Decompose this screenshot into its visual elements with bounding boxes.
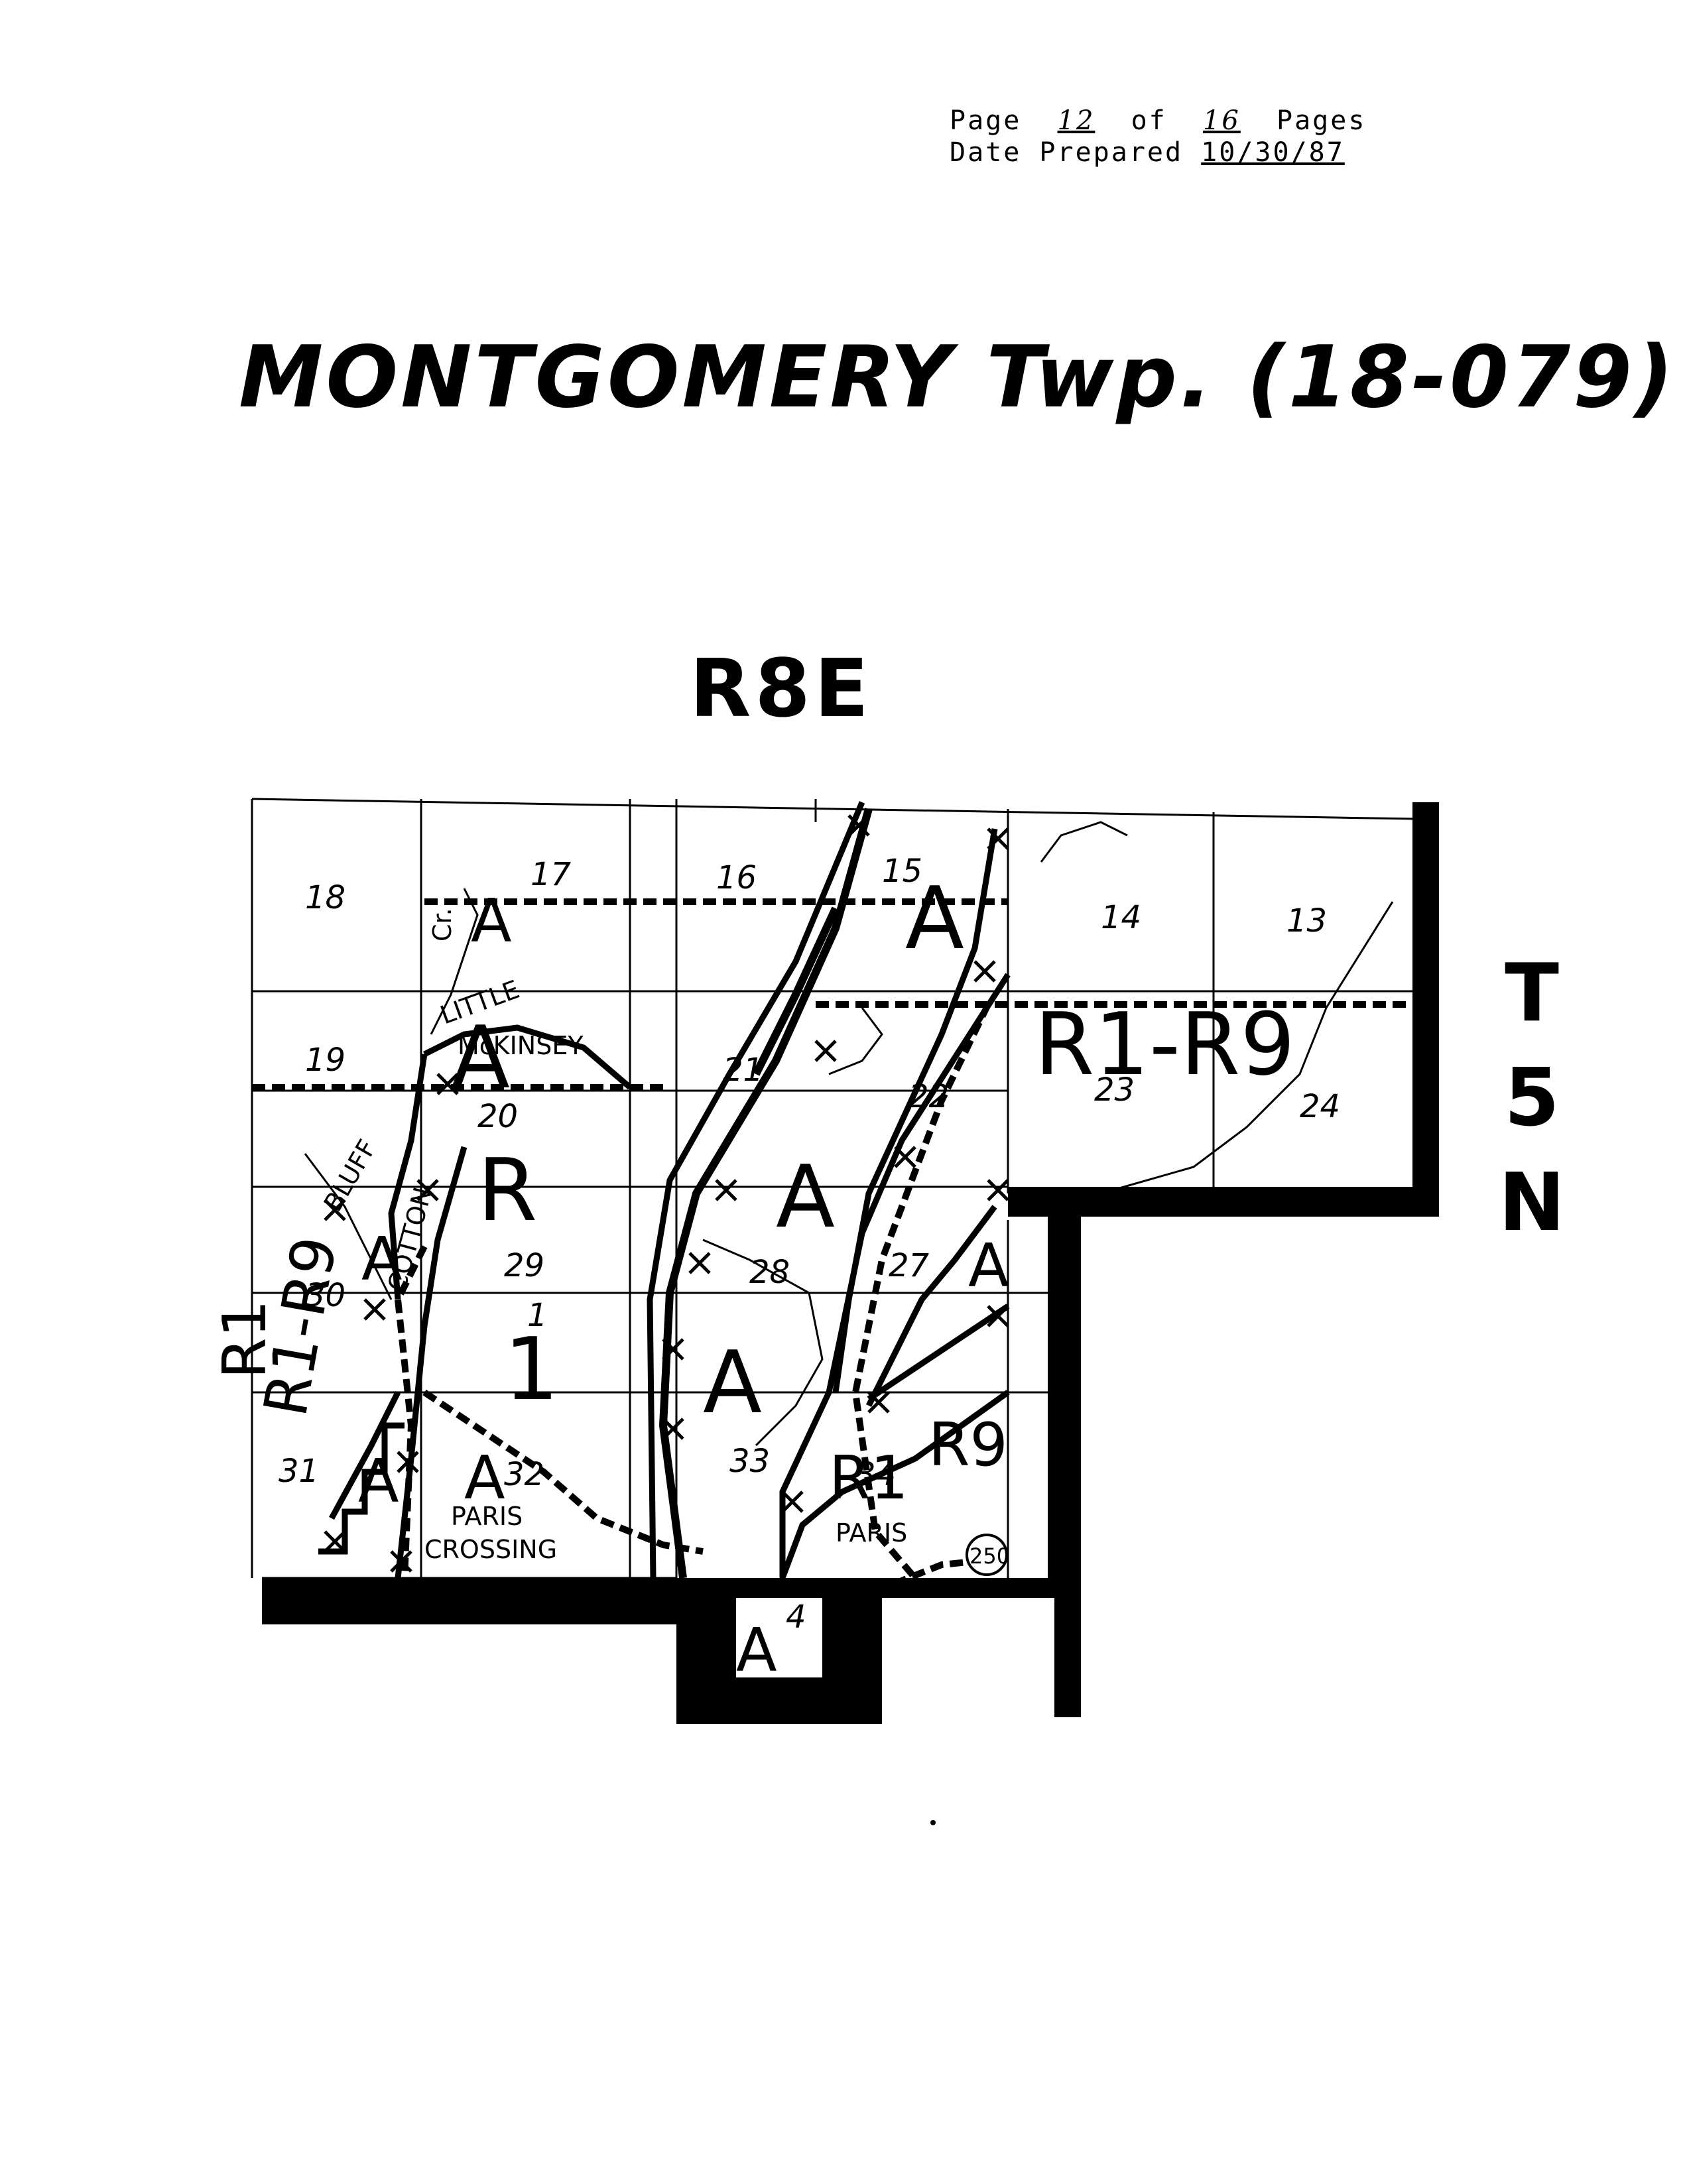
zone-a-17: A (471, 886, 512, 956)
zone-r1-30: R1 (210, 1300, 280, 1379)
section-23: 23 (1094, 1071, 1135, 1109)
of-label: of (1131, 105, 1167, 136)
township-letter-t: T (1505, 947, 1559, 1040)
section-numbers: 18 17 16 15 14 13 19 21 22 23 24 20 29 2… (279, 853, 1340, 1636)
page-header: Page 12 of 16 Pages Date Prepared 10/30/… (950, 105, 1366, 168)
township-number: 5 (1504, 1052, 1560, 1144)
total-pages: 16 (1202, 105, 1241, 136)
township-letter-n: N (1498, 1157, 1566, 1249)
boundary-ticks (324, 814, 1009, 1573)
zoning-labels: A R1-R9 A R A A A A R1-R9 A A R1 R9 1 A … (210, 868, 1295, 1685)
zone-a-31: A (358, 1447, 399, 1516)
zone-r-29: R (477, 1140, 537, 1241)
date-value: 10/30/87 (1201, 137, 1345, 168)
zone-r1-34: R1 (829, 1443, 908, 1513)
highway-shield-icon (966, 1534, 1008, 1576)
section-16: 16 (716, 859, 757, 896)
zone-a-33: A (703, 1332, 762, 1433)
section-34: 34 (855, 1456, 896, 1493)
staircase-boundary (318, 1422, 405, 1555)
pages-label: Pages (1277, 105, 1367, 136)
place-paris-crossing-2: CROSSING (424, 1535, 557, 1564)
zoning-boundaries (329, 801, 1011, 1579)
section-28: 28 (749, 1254, 790, 1291)
date-label: Date Prepared (950, 137, 1184, 168)
section-24: 24 (1300, 1088, 1340, 1125)
railroad (658, 808, 873, 1579)
section-20: 20 (477, 1098, 518, 1135)
zone-a-20: A (451, 1007, 510, 1108)
section-21: 21 (723, 1052, 763, 1089)
section-17: 17 (531, 856, 572, 893)
zone-r1-r9-north: R1-R9 (1034, 994, 1295, 1095)
place-paris: PARIS (836, 1518, 907, 1547)
section-29: 29 (504, 1247, 544, 1284)
zone-1-29: 1 (504, 1319, 559, 1420)
streams (304, 821, 1394, 1447)
zone-a-27: A (968, 1231, 1009, 1301)
map-border (262, 802, 1439, 1724)
zone-a-4: A (736, 1616, 777, 1685)
stray-mark (930, 1820, 936, 1825)
page-label: Page (950, 105, 1022, 136)
section-19: 19 (305, 1042, 345, 1079)
place-mckinsey: McKINSEY (458, 1031, 584, 1060)
range-label: R8E (690, 643, 873, 735)
section-18: 18 (305, 879, 345, 916)
section-30: 30 (305, 1277, 345, 1314)
section-31: 31 (279, 1453, 319, 1490)
section-27: 27 (889, 1247, 930, 1284)
zone-a-28: A (776, 1146, 835, 1247)
page-number: 12 (1057, 105, 1095, 136)
section-4: 4 (786, 1599, 806, 1636)
township-label: T 5 N (1492, 941, 1572, 1256)
zone-a-32: A (464, 1443, 505, 1513)
highway-number: 250 (969, 1544, 1010, 1569)
section-33: 33 (729, 1443, 770, 1480)
zone-a-30: A (361, 1225, 403, 1294)
page-count-line: Page 12 of 16 Pages (950, 105, 1366, 137)
section-1: 1 (527, 1297, 548, 1334)
zone-a-15: A (905, 868, 964, 969)
place-creek: Cr. (428, 908, 457, 941)
place-paris-crossing-1: PARIS (451, 1502, 523, 1531)
section-14: 14 (1101, 899, 1141, 936)
page-title: MONTGOMERY Twp. (18-079) (239, 328, 1676, 427)
section-13: 13 (1286, 902, 1327, 940)
section-32: 32 (504, 1456, 544, 1493)
zone-r9-34: R9 (928, 1410, 1008, 1480)
section-22: 22 (908, 1078, 949, 1115)
section-15: 15 (882, 853, 922, 890)
date-line: Date Prepared 10/30/87 (950, 137, 1366, 168)
